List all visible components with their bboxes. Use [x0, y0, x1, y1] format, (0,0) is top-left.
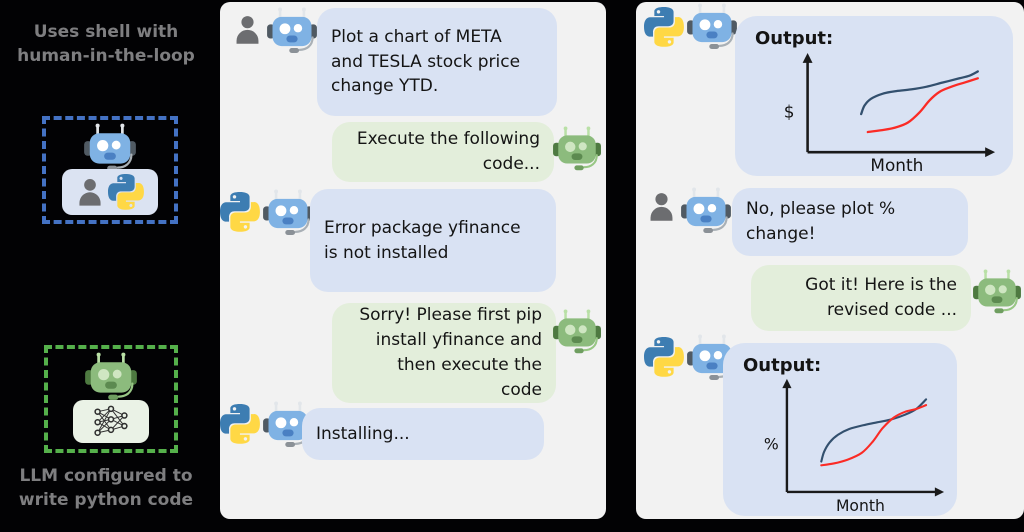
message-text: Sorry! Please first pip install yfinance…: [359, 305, 542, 400]
robot-icon: [552, 308, 602, 356]
python-icon: [220, 192, 260, 232]
navy-line: [820, 398, 928, 463]
red-line: [820, 404, 928, 467]
message-text: Error package yfinance is not installed: [324, 217, 521, 263]
x-axis-label: Month: [836, 497, 885, 514]
y-axis-label: $: [784, 101, 795, 121]
stock-chart-dollar: $ Month: [784, 52, 996, 174]
robot-icon: [680, 186, 732, 236]
person-icon: [234, 15, 261, 44]
stock-chart-percent: % Month: [764, 378, 945, 514]
user-proxy-card: [62, 169, 158, 215]
chat-bubble: No, please plot % change!: [732, 188, 968, 256]
robot-icon: [266, 6, 318, 56]
x-axis-label: Month: [870, 155, 923, 174]
y-axis-arrow: [802, 52, 813, 63]
robot-icon: [83, 122, 137, 174]
chat-bubble: Execute the following code...: [332, 122, 554, 182]
chat-bubble: Sorry! Please first pip install yfinance…: [332, 303, 556, 403]
chat-panel-left: Plot a chart of META and TESLA stock pri…: [220, 2, 606, 519]
chat-bubble: Got it! Here is the revised code ...: [751, 265, 971, 331]
message-text: Plot a chart of META and TESLA stock pri…: [331, 26, 521, 97]
robot-icon: [972, 268, 1022, 316]
assistant-agent-box: [44, 345, 178, 453]
chat-bubble-chart: Output: % Month: [723, 343, 957, 516]
message-text: No, please plot % change!: [746, 199, 896, 244]
caption-human-in-the-loop: Uses shell with human-in-the-loop: [17, 22, 195, 67]
chat-bubble: Error package yfinance is not installed: [310, 189, 556, 292]
chat-panel-right: Output: $ Month No, please plot % change…: [636, 2, 1024, 519]
x-axis-arrow: [934, 487, 945, 497]
neural-network-icon: [89, 405, 133, 438]
robot-icon: [686, 2, 738, 52]
red-line: [866, 77, 979, 134]
python-icon: [644, 337, 684, 377]
navy-line: [860, 70, 979, 116]
python-icon: [220, 404, 260, 444]
message-text: Installing...: [316, 423, 410, 444]
llm-card: [73, 400, 149, 443]
person-icon: [648, 192, 675, 221]
y-axis-label: %: [764, 436, 779, 454]
chat-bubble-chart: Output: $ Month: [735, 16, 1013, 176]
chat-bubble: Plot a chart of META and TESLA stock pri…: [317, 8, 557, 116]
chart-title: Output:: [743, 355, 822, 376]
chart-title: Output:: [755, 28, 834, 49]
person-icon: [77, 178, 103, 206]
user-proxy-agent-box: [42, 116, 178, 224]
message-text: Execute the following code...: [356, 129, 540, 174]
python-icon: [107, 174, 144, 210]
y-axis-arrow: [782, 378, 792, 389]
robot-icon: [84, 351, 138, 403]
robot-icon: [552, 125, 602, 173]
robot-icon: [262, 188, 314, 238]
chat-bubble: Installing...: [302, 408, 544, 460]
caption-llm-python: LLM configured to write python code: [18, 466, 194, 511]
message-text: Got it! Here is the revised code ...: [805, 275, 957, 320]
x-axis-arrow: [985, 147, 996, 158]
python-icon: [644, 7, 684, 47]
